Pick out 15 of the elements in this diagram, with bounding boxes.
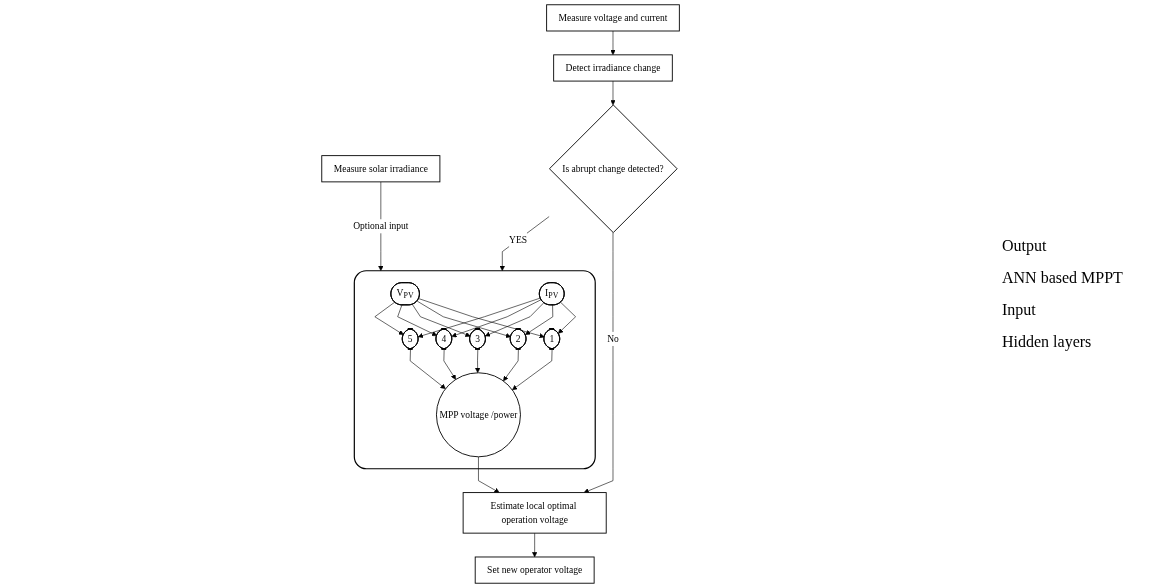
node-circle: MPP voltage /power (436, 372, 522, 458)
node-box: Measure voltage and current (546, 4, 681, 32)
edge-label: No (607, 333, 620, 344)
note-text: Output (1002, 237, 1048, 255)
node-box: Set new operator voltage (475, 556, 595, 584)
edge-label: YES (509, 234, 528, 245)
node-box: Detect irradiance change (553, 54, 674, 82)
cluster (354, 270, 597, 470)
note-text: ANN based MPPT (1002, 269, 1124, 287)
note-text: Hidden layers (1002, 333, 1093, 351)
edge-label: Optional input (353, 220, 409, 232)
node-diamond: Is abrupt change detected? (549, 104, 678, 234)
note-text: Input (1002, 301, 1037, 319)
node-box: Estimate local optimal operation voltage (463, 492, 608, 534)
node-box: Measure solar irradiance (321, 155, 441, 183)
